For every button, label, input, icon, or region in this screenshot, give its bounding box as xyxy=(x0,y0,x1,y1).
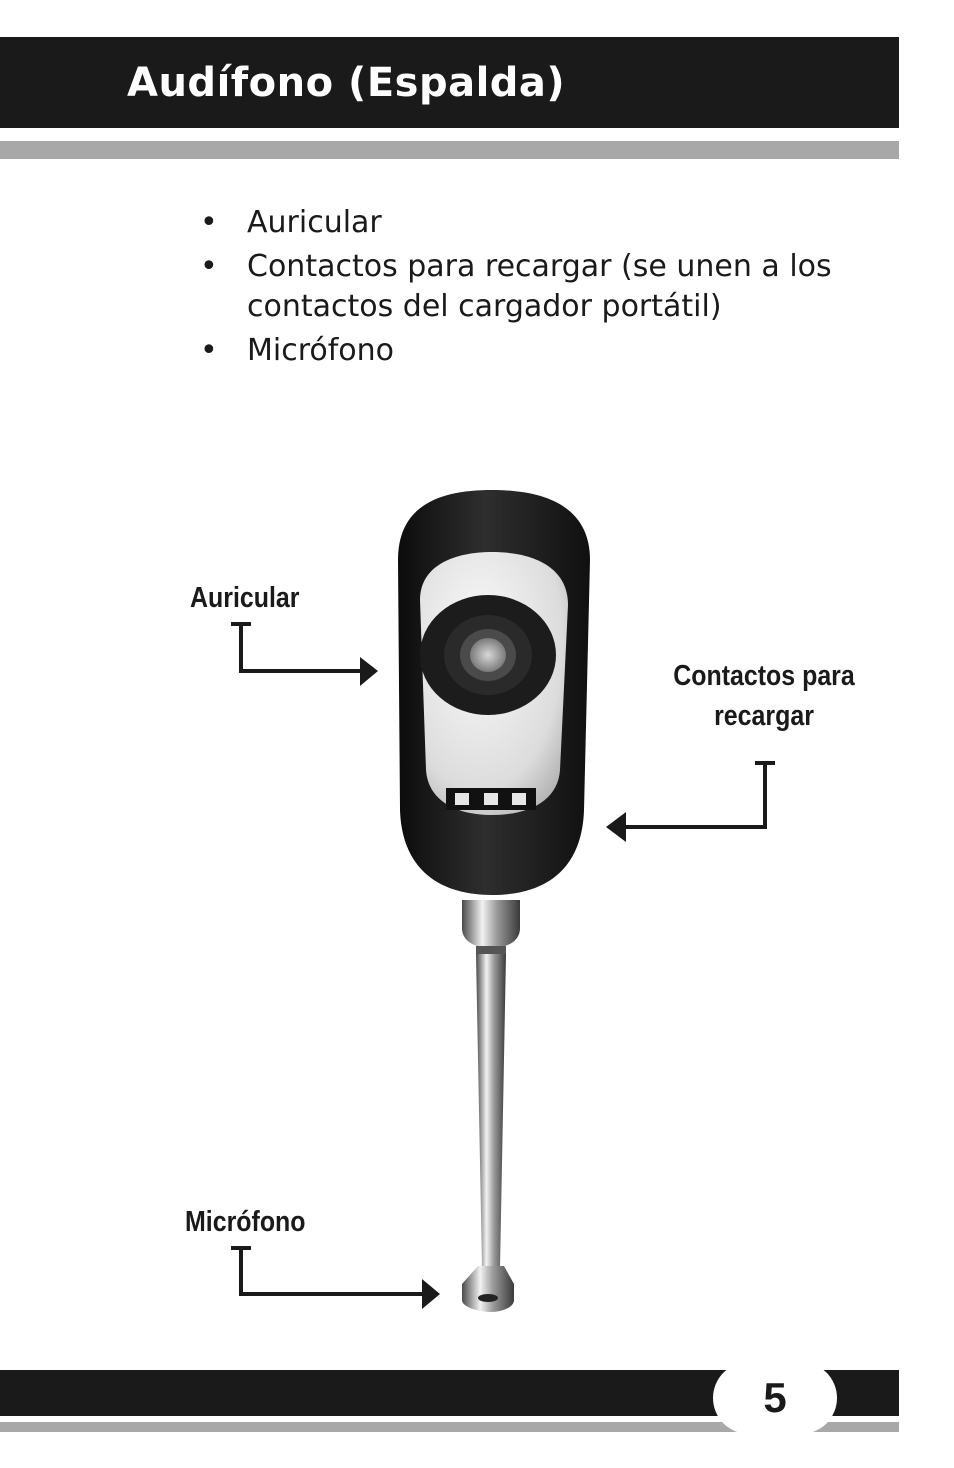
charging-contacts xyxy=(446,788,536,810)
metal-collar xyxy=(462,900,520,954)
list-item: • Micrófono xyxy=(197,331,877,371)
footer-rule xyxy=(0,1422,899,1432)
page-number: 5 xyxy=(763,1374,787,1421)
list-item-text: Micrófono xyxy=(247,333,395,368)
earpiece xyxy=(420,595,556,715)
header-rule xyxy=(0,141,899,159)
callout-label-contacts-line1: Contactos para xyxy=(673,660,855,692)
list-item: • Contactos para recargar (se unen a los… xyxy=(197,247,877,327)
bullet-glyph: • xyxy=(200,333,218,368)
feature-list: • Auricular • Contactos para recargar (s… xyxy=(197,203,877,375)
bullet-glyph: • xyxy=(200,205,218,240)
arrow-left-icon xyxy=(606,812,626,842)
microphone-tip xyxy=(462,1266,514,1312)
list-item-text: Auricular xyxy=(247,205,382,240)
bullet-glyph: • xyxy=(200,249,218,284)
list-item: • Auricular xyxy=(197,203,877,243)
callout-line-contacts xyxy=(624,761,775,829)
callout-label-contacts-line2: recargar xyxy=(714,700,814,732)
callout-line-microphone xyxy=(231,1246,424,1296)
callout-label-microphone: Micrófono xyxy=(185,1206,306,1238)
arrow-right-icon xyxy=(360,657,378,686)
page-title: Audífono (Espalda) xyxy=(127,60,566,106)
list-item-text: Contactos para recargar (se unen a los c… xyxy=(247,249,832,324)
callout-label-earpiece: Auricular xyxy=(190,582,300,614)
microphone-rod xyxy=(476,954,506,1268)
header-bar: Audífono (Espalda) xyxy=(0,37,899,128)
callout-line-earpiece xyxy=(231,622,362,673)
arrow-right-icon xyxy=(422,1279,440,1309)
page-number-badge xyxy=(713,1362,837,1434)
